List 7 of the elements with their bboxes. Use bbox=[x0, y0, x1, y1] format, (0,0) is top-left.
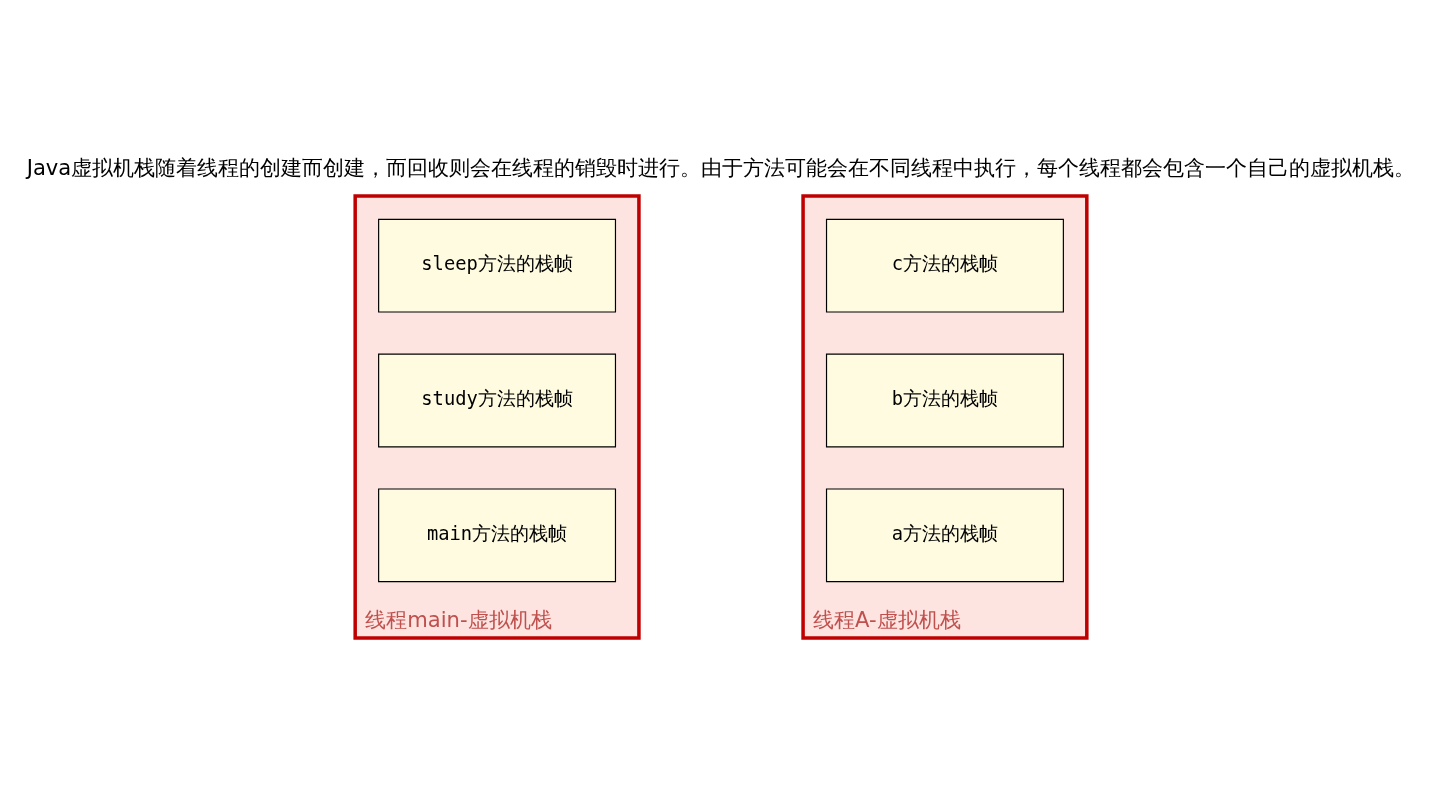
node-box: main方法的栈帧 bbox=[378, 488, 617, 583]
node-box: c方法的栈帧 bbox=[825, 218, 1064, 313]
diagram-title: Java虚拟机栈随着线程的创建而创建，而回收则会在线程的销毁时进行。由于方法可能会在不同线程中执行，每个线程都会包含一个自己的虚拟机栈。 bbox=[26, 155, 1416, 181]
node-box: b方法的栈帧 bbox=[825, 353, 1064, 448]
node-box: a方法的栈帧 bbox=[825, 488, 1064, 583]
node-box: study方法的栈帧 bbox=[378, 353, 617, 448]
node-box: sleep方法的栈帧 bbox=[378, 218, 617, 313]
